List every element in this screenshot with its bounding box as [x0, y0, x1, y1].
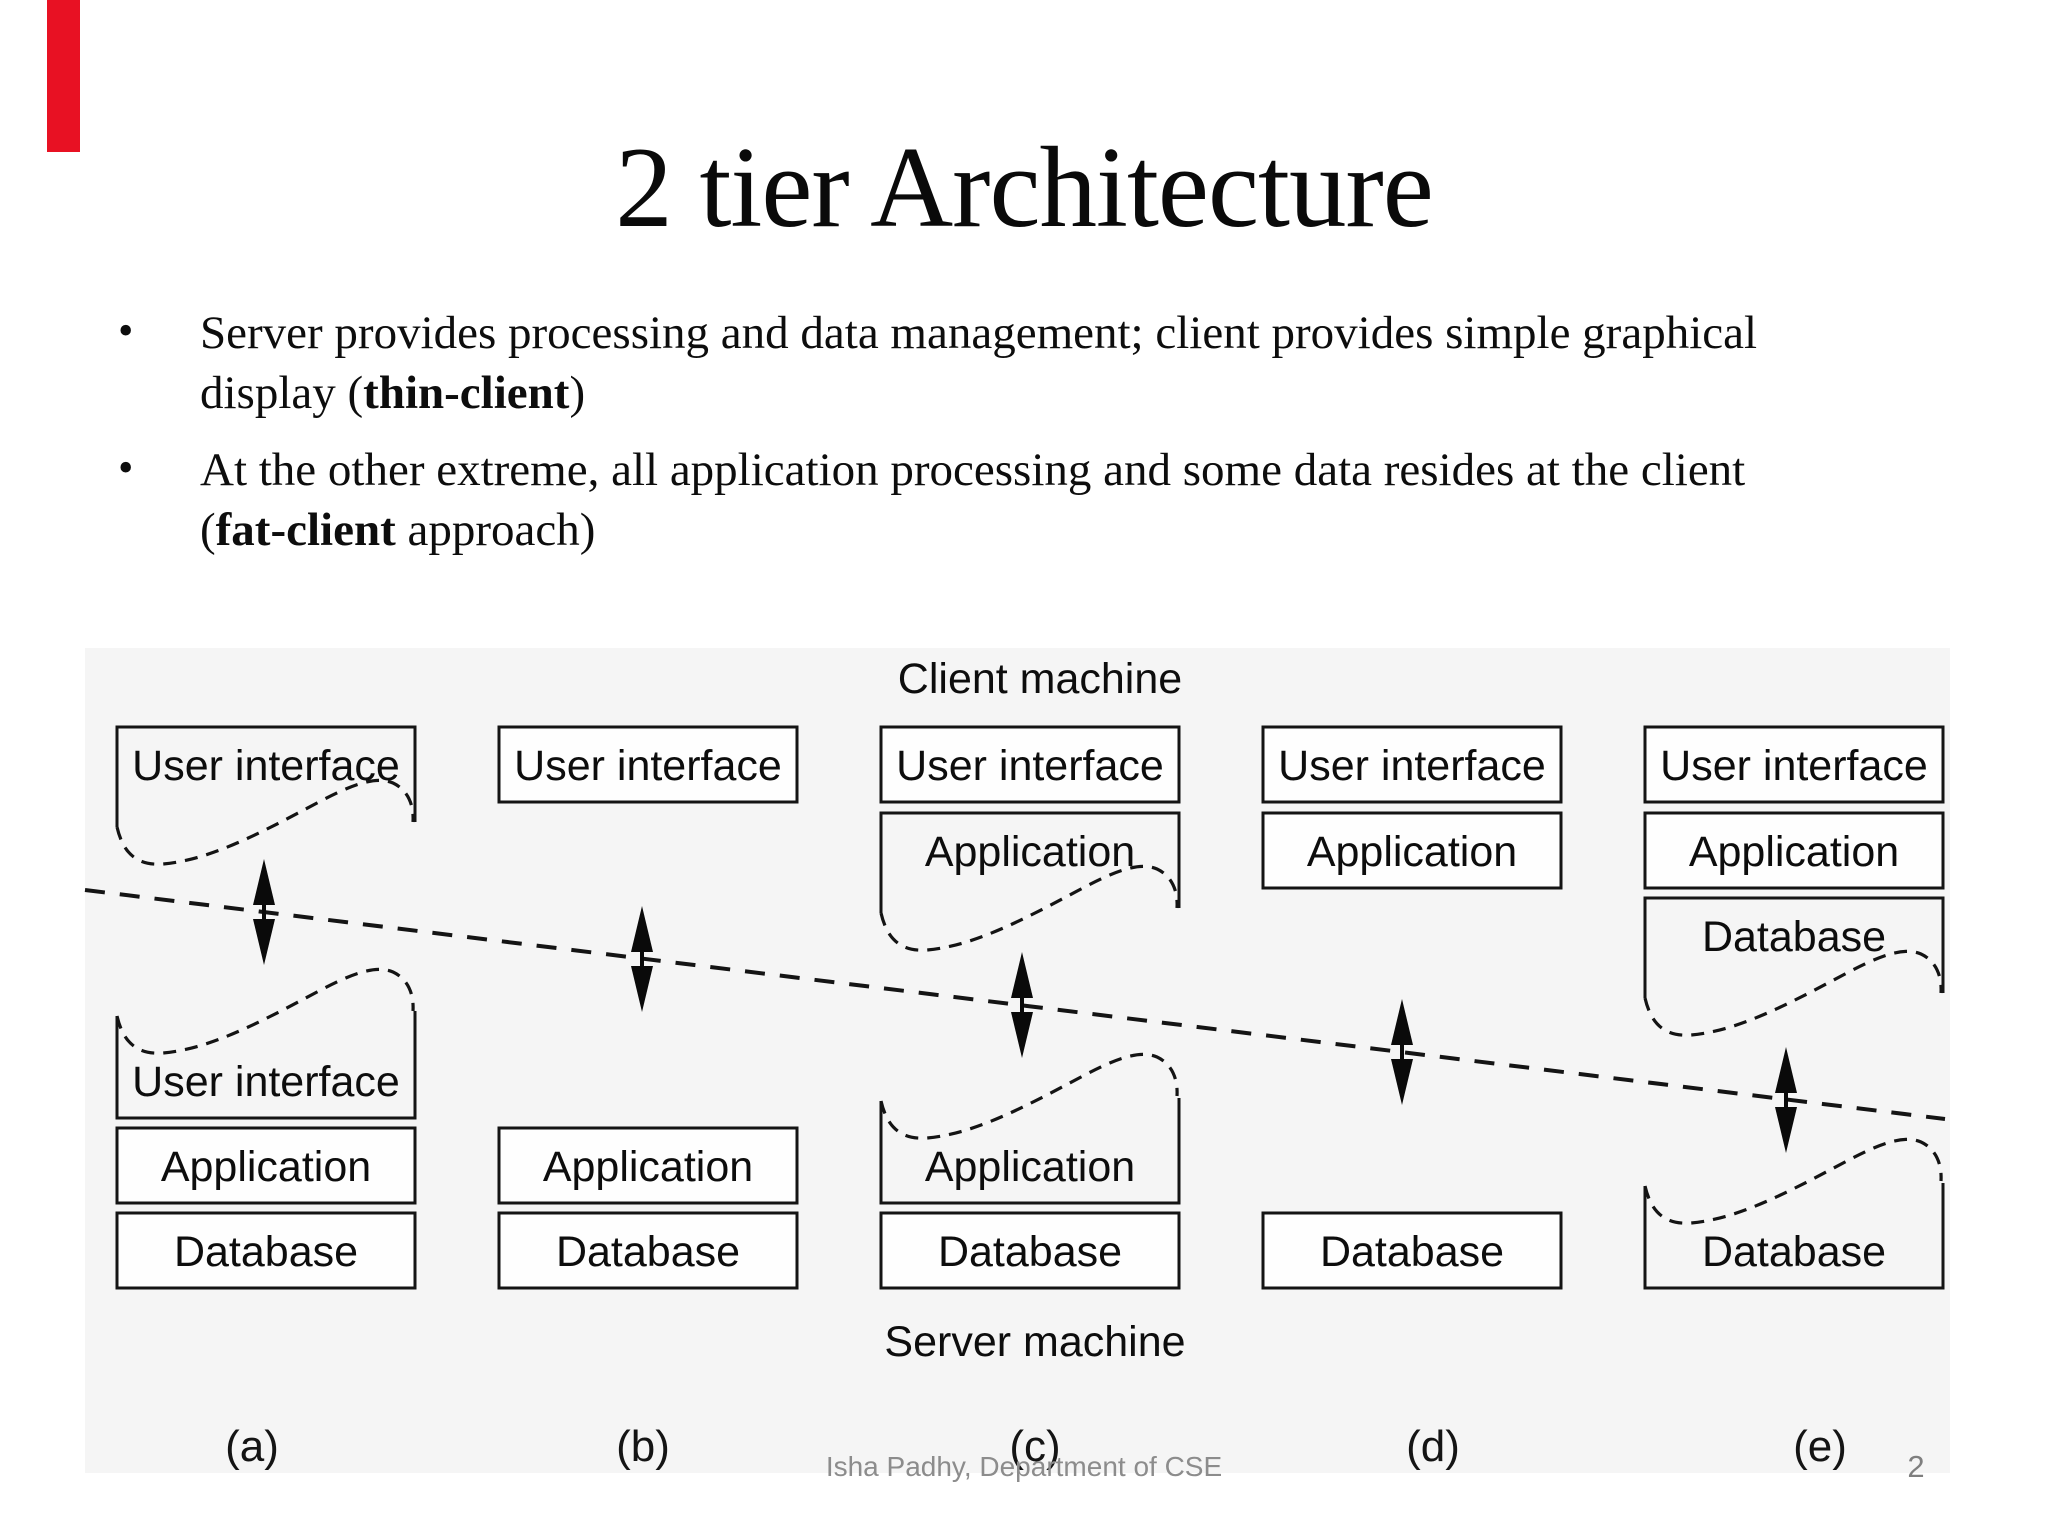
col-e-database-bottom-label: Database	[1702, 1228, 1886, 1276]
col-e-database-torn-edge	[1643, 949, 1943, 1037]
column-label-b: (b)	[616, 1422, 670, 1471]
col-b-database-label: Database	[556, 1228, 740, 1276]
slide-title: 2 tier Architecture	[615, 124, 1434, 251]
col-e-database-top-label: Database	[1702, 913, 1886, 961]
red-accent-bar	[47, 0, 80, 152]
col-c-application-torn-edge	[879, 864, 1179, 952]
col-a-ui-bottom-label: User interface	[132, 1058, 400, 1106]
bullet-item-thin-client: • Server provides processing and data ma…	[0, 303, 2000, 423]
double-arrow-icon-b	[631, 906, 653, 1012]
col-b-ui-label: User interface	[514, 742, 782, 790]
col-a-database-box	[115, 1211, 417, 1290]
bullet-icon: •	[118, 306, 134, 355]
col-d-ui-label: User interface	[1278, 742, 1546, 790]
bullet-item-fat-client: • At the other extreme, all application …	[0, 440, 2000, 560]
column-label-c: (c)	[1009, 1422, 1060, 1471]
bullet2-line2-post: approach)	[395, 504, 596, 556]
double-arrow-icon-e	[1775, 1047, 1797, 1153]
col-b-database-box	[497, 1211, 799, 1290]
bullet1-line1: Server provides processing and data mana…	[200, 307, 1758, 359]
bullet-text: At the other extreme, all application pr…	[200, 440, 2000, 560]
col-c-application-bottom-torn-edge	[879, 1052, 1179, 1140]
bullet1-line2-pre: display (	[200, 367, 364, 419]
column-label-a: (a)	[225, 1422, 279, 1471]
col-a-application-box	[115, 1126, 417, 1205]
col-b-application-label: Application	[543, 1143, 753, 1191]
col-c-application-top-label: Application	[925, 828, 1135, 876]
bullet2-line2-pre: (	[200, 504, 216, 556]
col-c-database-label: Database	[938, 1228, 1122, 1276]
client-machine-label: Client machine	[898, 655, 1182, 703]
col-e-application-label: Application	[1689, 828, 1899, 876]
col-e-ui-box	[1643, 725, 1945, 804]
bullet-text: Server provides processing and data mana…	[200, 303, 2000, 423]
col-b-ui-box	[497, 725, 799, 804]
col-a-ui-bottom-torn-box	[115, 1011, 417, 1120]
col-e-ui-label: User interface	[1660, 742, 1928, 790]
col-a-ui-top-label: User interface	[132, 742, 400, 790]
footer-credit: Isha Padhy, Department of CSE	[825, 1451, 1223, 1482]
bullet2-line1: At the other extreme, all application pr…	[200, 444, 1746, 496]
col-e-database-bottom-torn-edge	[1643, 1137, 1943, 1225]
server-machine-label: Server machine	[884, 1318, 1185, 1366]
col-a-database-label: Database	[174, 1228, 358, 1276]
col-a-application-label: Application	[161, 1143, 371, 1191]
double-arrow-icon-d	[1391, 999, 1413, 1105]
double-arrow-icon-c	[1011, 952, 1033, 1058]
col-c-ui-label: User interface	[896, 742, 1164, 790]
bullet1-bold: thin-client	[363, 367, 570, 419]
col-b-application-box	[497, 1126, 799, 1205]
bullet1-line2-post: )	[569, 367, 586, 419]
col-c-database-box	[879, 1211, 1181, 1290]
col-d-database-label: Database	[1320, 1228, 1504, 1276]
double-arrow-icon-a	[253, 859, 275, 965]
col-c-application-top-torn-box	[879, 811, 1181, 913]
col-e-database-bottom-torn-box	[1643, 1183, 1945, 1290]
col-d-ui-box	[1261, 725, 1563, 804]
col-e-application-box	[1643, 811, 1945, 890]
col-c-ui-box	[879, 725, 1181, 804]
col-c-application-bottom-label: Application	[925, 1143, 1135, 1191]
col-a-ui-top-torn-box	[115, 725, 417, 827]
col-d-application-label: Application	[1307, 828, 1517, 876]
col-c-application-bottom-torn-box	[879, 1098, 1181, 1205]
bullet2-bold: fat-client	[215, 504, 396, 556]
bullet-icon: •	[118, 443, 134, 492]
col-a-ui-bottom-torn-edge	[115, 967, 415, 1055]
col-e-database-top-torn-box	[1643, 896, 1945, 998]
col-a-ui-torn-edge	[115, 778, 415, 866]
column-label-d: (d)	[1406, 1422, 1460, 1471]
col-d-database-box	[1261, 1211, 1563, 1290]
page-number: 2	[1907, 1449, 1925, 1484]
col-d-application-box	[1261, 811, 1563, 890]
column-label-e: (e)	[1793, 1422, 1847, 1471]
